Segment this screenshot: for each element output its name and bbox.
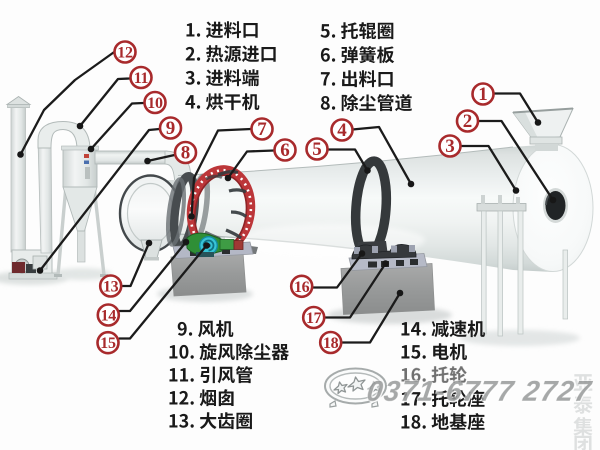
- svg-text:11: 11: [134, 70, 149, 87]
- svg-text:7: 7: [257, 119, 267, 140]
- svg-text:5: 5: [312, 139, 322, 160]
- svg-text:2: 2: [463, 111, 473, 132]
- svg-text:16: 16: [294, 279, 310, 296]
- svg-text:13: 13: [103, 279, 119, 296]
- svg-text:10: 10: [147, 95, 163, 112]
- svg-text:6: 6: [280, 140, 290, 161]
- svg-text:12: 12: [117, 45, 133, 62]
- svg-text:15: 15: [100, 335, 116, 352]
- svg-text:17: 17: [306, 310, 322, 327]
- svg-text:1: 1: [478, 84, 488, 105]
- svg-text:8: 8: [181, 143, 191, 164]
- svg-text:18: 18: [323, 335, 339, 352]
- svg-text:4: 4: [337, 120, 347, 141]
- svg-text:14: 14: [101, 308, 117, 325]
- svg-text:9: 9: [166, 118, 176, 139]
- svg-text:3: 3: [445, 136, 455, 157]
